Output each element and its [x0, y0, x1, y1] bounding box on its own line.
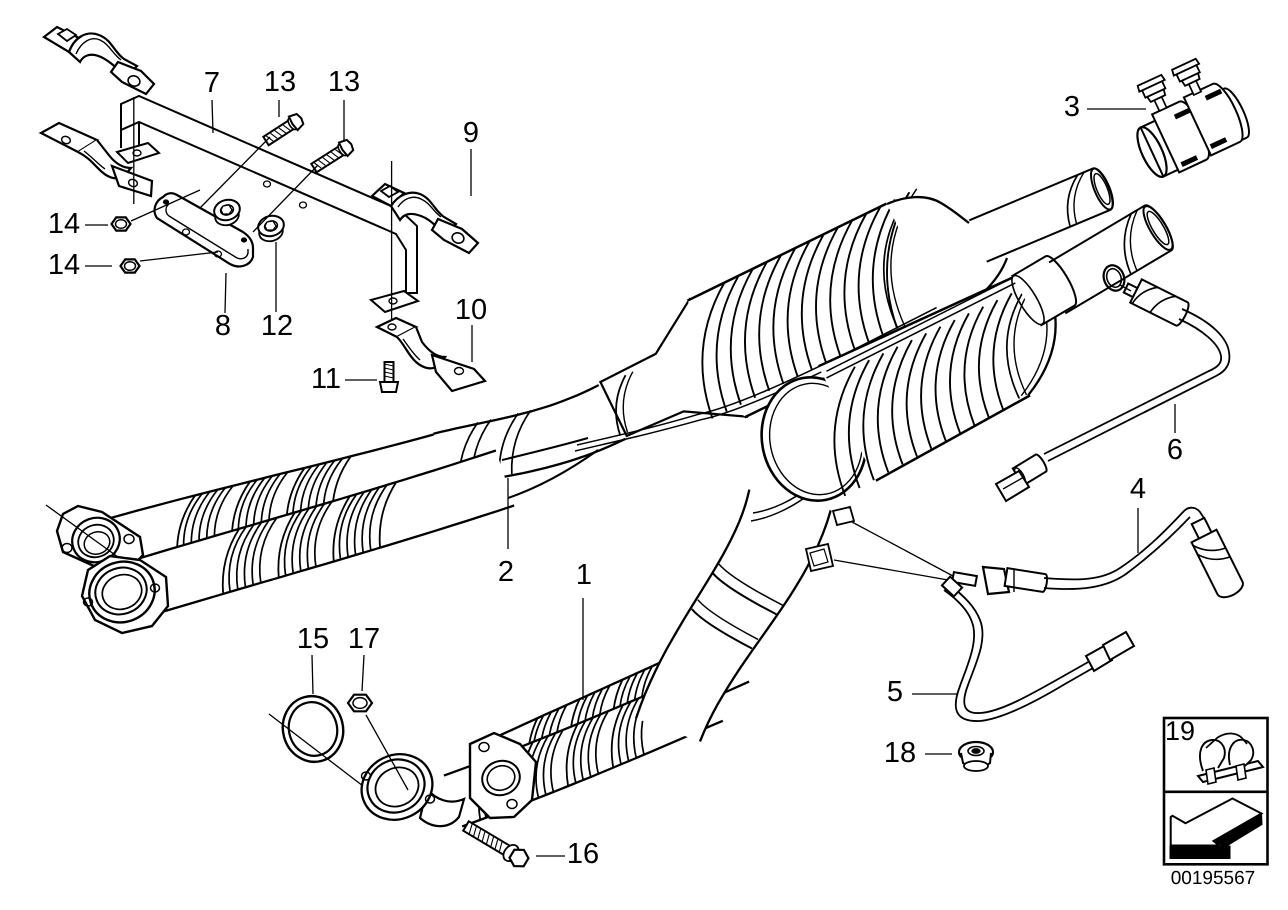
svg-text:8: 8: [215, 310, 231, 342]
svg-text:11: 11: [311, 363, 341, 395]
svg-text:18: 18: [884, 737, 916, 769]
svg-text:12: 12: [261, 310, 293, 342]
svg-text:6: 6: [1167, 434, 1183, 466]
svg-text:16: 16: [567, 838, 599, 870]
svg-text:19: 19: [1165, 716, 1195, 746]
svg-text:5: 5: [887, 676, 903, 708]
svg-text:3: 3: [1064, 91, 1080, 123]
svg-text:14: 14: [48, 249, 80, 281]
svg-text:15: 15: [297, 623, 329, 655]
svg-text:10: 10: [455, 294, 487, 326]
svg-text:9: 9: [463, 117, 479, 149]
svg-text:17: 17: [348, 623, 380, 655]
svg-text:4: 4: [1130, 473, 1146, 505]
svg-text:13: 13: [328, 66, 360, 98]
svg-text:1: 1: [576, 559, 592, 591]
svg-text:13: 13: [264, 66, 296, 98]
svg-text:14: 14: [48, 208, 80, 240]
svg-text:7: 7: [204, 67, 220, 99]
svg-text:2: 2: [498, 556, 514, 588]
svg-text:00195567: 00195567: [1171, 868, 1256, 889]
